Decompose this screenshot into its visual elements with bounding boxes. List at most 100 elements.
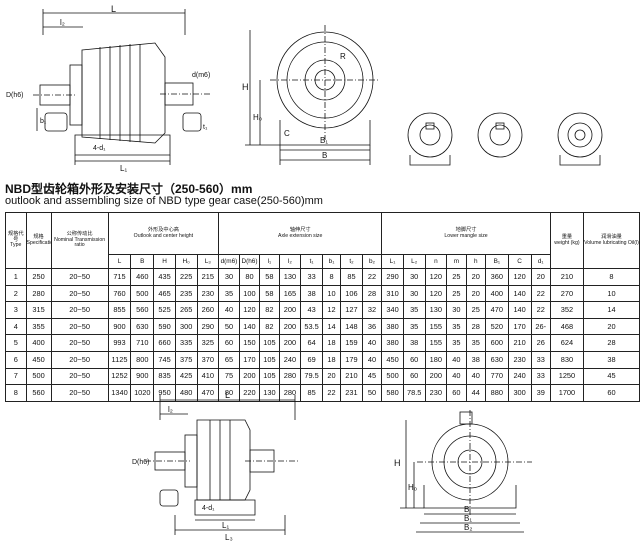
table-cell: 170 — [507, 317, 532, 336]
table-cell: 140 — [507, 301, 532, 319]
table-cell: 880 — [484, 384, 509, 402]
dim-t1: t₁ — [203, 124, 208, 131]
table-cell: 6 — [5, 350, 27, 369]
table-cell: 28 — [582, 334, 641, 352]
table-cell: 265 — [174, 301, 198, 319]
table-cell: 82 — [259, 301, 280, 319]
subcol-header: b₁ — [321, 254, 342, 269]
table-cell: 470 — [196, 384, 220, 402]
table-cell: 380 — [381, 334, 404, 352]
dim-C: C — [284, 129, 290, 138]
table-cell: 375 — [174, 350, 198, 369]
table-cell: 60 — [582, 384, 641, 402]
table-cell: 22 — [530, 284, 551, 303]
table-cell: 120 — [238, 301, 261, 319]
table-cell: 170 — [238, 350, 261, 369]
table-cell: 8 — [5, 384, 27, 402]
table-cell: 40 — [361, 334, 383, 352]
dim-H0-bottom: H₀ — [408, 483, 417, 492]
table-cell: 20~50 — [50, 301, 109, 319]
table-cell: 200 — [278, 317, 302, 336]
table-cell: 130 — [424, 301, 448, 319]
table-cell: 520 — [484, 317, 509, 336]
table-cell: 32 — [361, 301, 383, 319]
table-cell: 69 — [300, 350, 323, 369]
table-cell: 225 — [174, 268, 198, 286]
shaft-end-details — [400, 105, 640, 175]
subcol-header: l₁ — [259, 254, 280, 269]
table-cell: 75 — [218, 367, 240, 386]
table-cell: 105 — [259, 334, 280, 352]
subcol-header: t₂ — [340, 254, 363, 269]
table-cell: 20~50 — [50, 384, 109, 402]
table-cell: 14 — [582, 301, 641, 319]
table-cell: 624 — [549, 334, 584, 352]
table-cell: 40 — [465, 367, 486, 386]
table-cell: 50 — [218, 317, 240, 336]
table-cell: 300 — [507, 384, 532, 402]
subcol-header: D(h6) — [238, 254, 261, 269]
table-cell: 18 — [321, 350, 342, 369]
dim-B1: B₁ — [320, 136, 328, 145]
table-cell: 148 — [340, 317, 363, 336]
subcol-header: m — [446, 254, 467, 269]
table-cell: 38 — [300, 284, 323, 303]
table-cell: 39 — [530, 384, 551, 402]
table-cell: 79.5 — [300, 367, 323, 386]
table-cell: 660 — [153, 334, 176, 352]
table-cell: 20 — [321, 367, 342, 386]
table-cell: 22 — [530, 301, 551, 319]
table-cell: 22 — [321, 384, 342, 402]
subcol-header: d₁ — [530, 254, 551, 269]
table-cell: 200 — [238, 367, 261, 386]
table-cell: 8 — [321, 268, 342, 286]
subcol-header: L₂ — [402, 254, 426, 269]
table-cell: 200 — [424, 367, 448, 386]
table-cell: 12 — [321, 301, 342, 319]
table-cell: 270 — [549, 284, 584, 303]
table-cell: 35 — [446, 317, 467, 336]
table-cell: 855 — [107, 301, 132, 319]
table-cell: 5 — [5, 334, 27, 352]
table-cell: 28 — [465, 317, 486, 336]
subcol-header: L₁ — [381, 254, 404, 269]
table-cell: 130 — [259, 384, 280, 402]
table-cell: 1020 — [130, 384, 155, 402]
table-cell: 105 — [259, 350, 280, 369]
dim-B: B — [322, 151, 327, 160]
subcol-header: b₂ — [361, 254, 383, 269]
table-cell: 26- — [530, 317, 551, 336]
table-cell: 20~50 — [50, 367, 109, 386]
subcol-header: d(m6) — [218, 254, 240, 269]
table-cell: 1252 — [107, 367, 132, 386]
table-cell: 468 — [549, 317, 584, 336]
table-cell: 10 — [582, 284, 641, 303]
table-cell: 993 — [107, 334, 132, 352]
table-cell: 28 — [361, 284, 383, 303]
table-cell: 310 — [381, 284, 404, 303]
table-cell: 215 — [196, 268, 220, 286]
table-cell: 715 — [107, 268, 132, 286]
table-cell: 106 — [340, 284, 363, 303]
dim-n-d1-bottom: 4-d₁ — [202, 505, 215, 512]
table-cell: 290 — [196, 317, 220, 336]
table-cell: 58 — [259, 268, 280, 286]
table-cell: 525 — [153, 301, 176, 319]
table-cell: 33 — [530, 350, 551, 369]
table-cell: 10 — [321, 284, 342, 303]
table-cell: 60 — [446, 384, 467, 402]
table-cell: 155 — [424, 334, 448, 352]
table-cell: 335 — [174, 334, 198, 352]
table-cell: 38 — [465, 350, 486, 369]
dim-D-bottom: D(h6) — [132, 459, 150, 466]
table-cell: 231 — [340, 384, 363, 402]
table-cell: 140 — [507, 284, 532, 303]
table-cell: 35 — [218, 284, 240, 303]
table-cell: 60 — [402, 350, 426, 369]
table-cell: 210 — [340, 367, 363, 386]
table-cell: 400 — [484, 284, 509, 303]
table-cell: 82 — [259, 317, 280, 336]
